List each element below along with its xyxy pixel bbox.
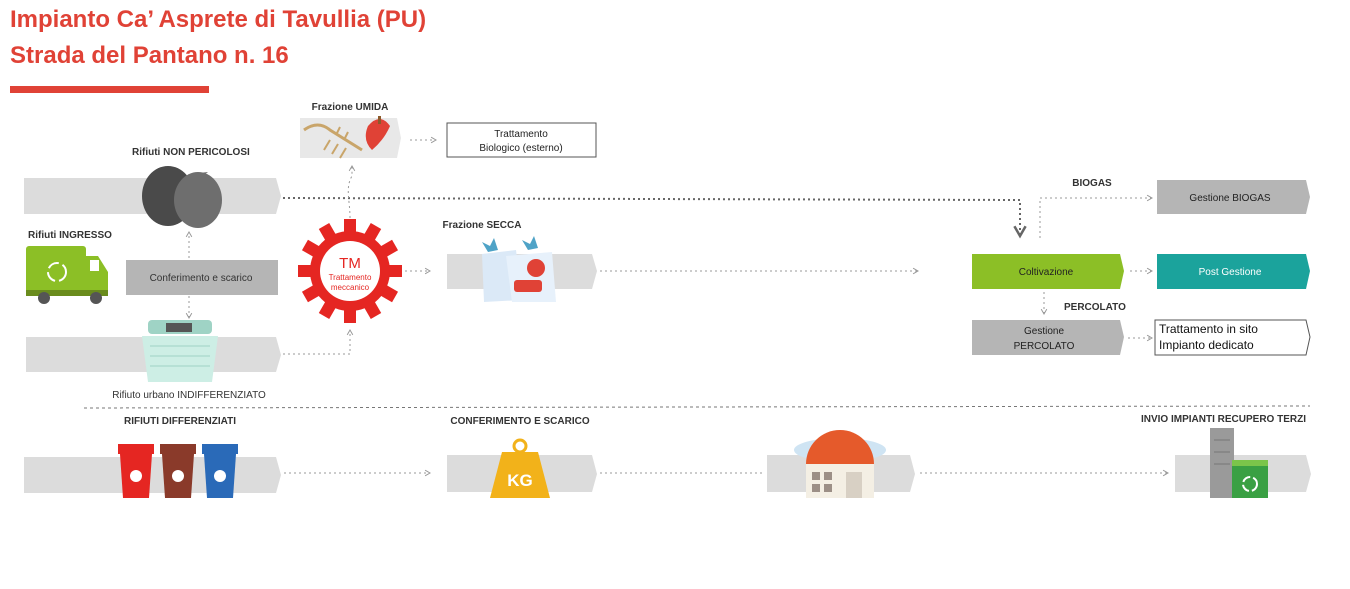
recycling-plant-icon xyxy=(1210,428,1268,498)
label-trattamento-biologico-2: Biologico (esterno) xyxy=(479,143,562,154)
label-tm: TM xyxy=(339,255,361,272)
label-gestione-biogas: Gestione BIOGAS xyxy=(1189,193,1270,204)
page-title: Impianto Ca’ Asprete di Tavullia (PU) xyxy=(10,6,427,33)
page-subtitle: Strada del Pantano n. 16 xyxy=(10,42,289,69)
trash-bags-icon xyxy=(142,166,222,228)
label-kg: KG xyxy=(507,471,533,490)
label-rifiuti-differenziati: RIFIUTI DIFFERENZIATI xyxy=(124,416,236,427)
title-underline xyxy=(10,86,209,93)
label-frazione-secca: Frazione SECCA xyxy=(443,220,522,231)
label-frazione-umida: Frazione UMIDA xyxy=(312,102,389,113)
label-tm-sub-1: Trattamento xyxy=(329,273,372,282)
gestione-percolato-box xyxy=(972,320,1124,355)
dry-waste-bags-icon xyxy=(482,236,556,302)
facility-building-icon xyxy=(794,430,886,498)
colored-bins-icon xyxy=(118,444,238,498)
label-invio-impianti: INVIO IMPIANTI RECUPERO TERZI xyxy=(1141,414,1306,425)
apple-core-icon xyxy=(365,116,390,150)
label-trattamento-sito-2: Impianto dedicato xyxy=(1159,338,1254,352)
recycle-icon xyxy=(47,262,67,282)
label-percolato: PERCOLATO xyxy=(1064,302,1126,313)
gear-icon xyxy=(298,219,402,323)
label-rifiuti-ingresso: Rifiuti INGRESSO xyxy=(28,230,112,241)
post-gestione-box xyxy=(1157,254,1310,289)
trattamento-sito-box xyxy=(1154,319,1311,356)
gestione-biogas-box xyxy=(1157,180,1310,214)
weight-icon xyxy=(490,438,550,498)
coltivazione-box xyxy=(972,254,1124,289)
trattamento-biologico-box xyxy=(446,122,597,158)
label-biogas: BIOGAS xyxy=(1072,178,1112,189)
dumpster-icon xyxy=(142,320,218,382)
label-coltivazione: Coltivazione xyxy=(1019,267,1074,278)
label-trattamento-biologico-1: Trattamento xyxy=(494,129,548,140)
label-gestione-percolato-2: PERCOLATO xyxy=(1014,341,1075,352)
label-trattamento-sito-1: Trattamento in sito xyxy=(1159,322,1258,336)
fish-bone-icon xyxy=(303,123,363,159)
label-post-gestione: Post Gestione xyxy=(1199,267,1262,278)
label-tm-sub-2: meccanico xyxy=(331,283,370,292)
label-rifiuti-non-pericolosi: Rifiuti NON PERICOLOSI xyxy=(132,147,250,158)
flow-arrows xyxy=(83,136,1311,477)
conferimento-box xyxy=(126,260,278,295)
label-conferimento-caps: CONFERIMENTO E SCARICO xyxy=(450,416,589,427)
label-gestione-percolato-1: Gestione xyxy=(1024,326,1064,337)
garbage-truck-icon xyxy=(26,246,108,304)
label-conferimento: Conferimento e scarico xyxy=(150,273,253,284)
label-rifiuto-indifferenziato: Rifiuto urbano INDIFFERENZIATO xyxy=(112,390,266,401)
